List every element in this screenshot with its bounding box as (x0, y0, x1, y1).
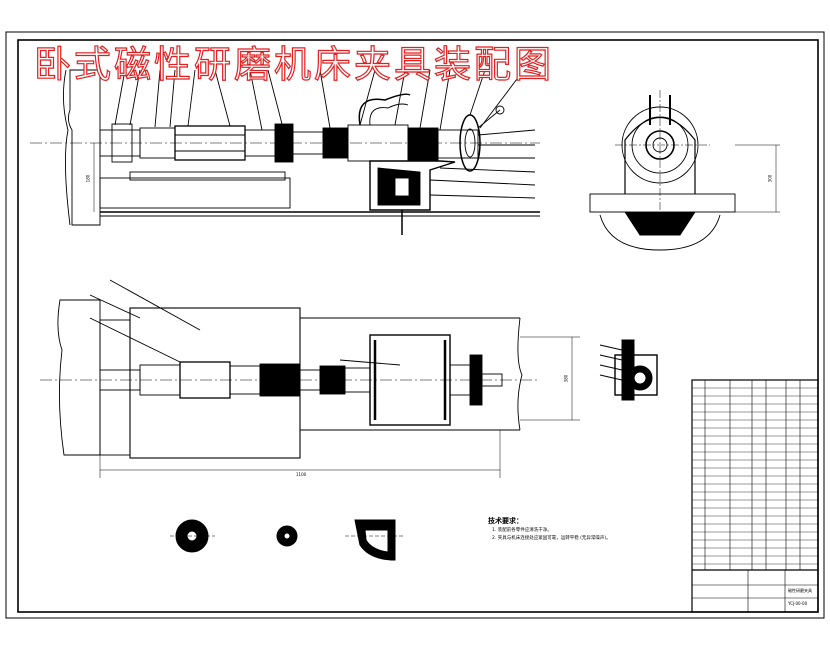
title-block-drawing-name: 磁性研磨夹具 (788, 588, 812, 593)
title-block-drawing-number: YCJ-00-00 (788, 601, 808, 606)
detail-view (599, 339, 658, 401)
drawing-title: 卧式磁性研磨机床夹具装配图 (33, 42, 554, 86)
parts-list-table (691, 379, 819, 613)
top-view (40, 279, 580, 478)
drawing-outer-frame (5, 31, 825, 619)
technical-requirement-line-1: 1. 装配前各零件应清洗干净。 (492, 528, 552, 533)
dimension-overall-length: 1100 (296, 472, 307, 477)
front-view (30, 69, 540, 235)
section-details (170, 519, 405, 561)
dimension-side-height: 380 (563, 374, 569, 383)
dimension-side-view-height: 300 (767, 174, 773, 183)
dimension-left-height: 180 (85, 174, 91, 183)
technical-requirement-line-2: 2. 夹具与机床连接处应紧固可靠，运转平稳 (无异常噪声)。 (492, 536, 611, 541)
parts-list-rows (692, 387, 818, 565)
side-view (589, 90, 780, 251)
drawing-inner-frame (17, 39, 819, 613)
technical-requirements-heading: 技术要求： (488, 517, 523, 525)
